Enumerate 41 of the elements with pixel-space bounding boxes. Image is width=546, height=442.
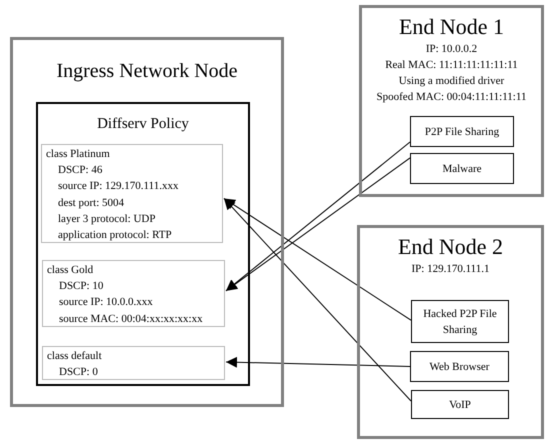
node-detail: IP: 129.170.111.1 xyxy=(411,262,490,278)
class-rule: DSCP: 0 xyxy=(58,365,98,380)
class-box xyxy=(42,346,225,380)
class-box xyxy=(41,144,223,243)
node-title: End Node 1 xyxy=(398,14,504,40)
class-rule: source MAC: 00:04:xx:xx:xx:xx xyxy=(58,312,203,327)
node-detail: Spoofed MAC: 00:04:11:11:11:11 xyxy=(376,90,526,106)
application-label: VoIP xyxy=(449,398,471,412)
class-rule: dest port: 5004 xyxy=(57,196,124,211)
node-title: Diffserv Policy xyxy=(97,116,189,134)
node-detail: IP: 10.0.0.2 xyxy=(426,42,478,58)
class-name: class default xyxy=(47,349,102,364)
arrow xyxy=(226,356,410,368)
class-name: class Platinum xyxy=(46,147,110,162)
network-node-box xyxy=(10,37,284,407)
application-label: Web Browser xyxy=(430,360,490,374)
class-rule: source IP: 10.0.0.xxx xyxy=(58,295,153,310)
policy-box xyxy=(36,102,250,386)
class-name: class Gold xyxy=(47,263,94,278)
application-label: Hacked P2P File Sharing xyxy=(422,306,498,338)
node-detail: Using a modified driver xyxy=(398,74,504,90)
class-rule: DSCP: 10 xyxy=(58,279,104,294)
class-rule: source IP: 129.170.111.xxx xyxy=(57,179,178,194)
arrow xyxy=(224,198,412,321)
arrow xyxy=(224,198,412,402)
class-rule: DSCP: 46 xyxy=(57,163,102,178)
class-box xyxy=(42,260,225,327)
application-label: P2P File Sharing xyxy=(424,124,500,140)
application-box xyxy=(411,300,509,343)
end-node-box xyxy=(359,5,544,197)
application-box xyxy=(410,116,514,147)
node-title: End Node 2 xyxy=(398,234,504,260)
node-title: Ingress Network Node xyxy=(56,60,238,83)
node-detail: Real MAC: 11:11:11:11:11:11 xyxy=(385,58,518,74)
class-rule: layer 3 protocol: UDP xyxy=(57,212,156,227)
class-rule: application protocol: RTP xyxy=(57,228,172,244)
application-box xyxy=(410,153,514,184)
end-node-box xyxy=(357,225,544,439)
application-label: Malware xyxy=(442,162,482,176)
application-box xyxy=(411,390,509,419)
application-box xyxy=(410,351,509,382)
